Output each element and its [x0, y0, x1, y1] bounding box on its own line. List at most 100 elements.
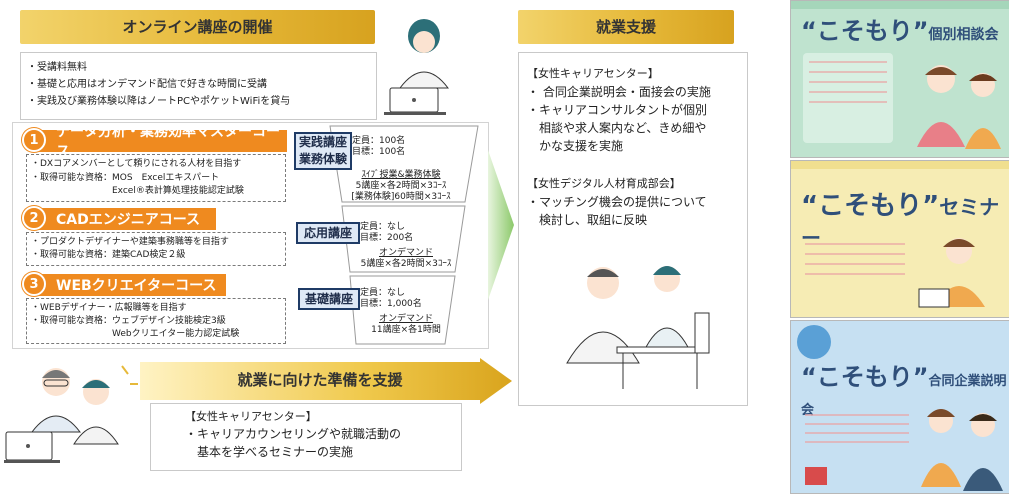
level-3-info: 定員：なし 目標：1,000名: [360, 288, 422, 310]
poster-line: [809, 101, 887, 103]
poster-seminar: “こそもり”セミナー: [790, 160, 1009, 318]
course-2-line-2: ・取得可能な資格：建築CAD検定２級: [31, 250, 186, 260]
level-1-tag-line-1: 実践講座: [298, 135, 347, 149]
support-header: 就業支援: [518, 10, 734, 44]
poster-consultation-title-sub: 個別相談会: [928, 27, 999, 43]
interview-illustration: [566, 266, 710, 389]
level-2-detail-title: オンデマンド: [378, 248, 433, 258]
level-2-target: 目標：200名: [360, 233, 414, 243]
level-3-capacity: 定員：なし: [360, 288, 406, 298]
level-2-detail: オンデマンド 5講座×各2時間×3ｺｰｽ: [352, 248, 460, 270]
support-line-4: 相談や求人案内など、きめ細や: [527, 121, 707, 135]
level-2-info: 定員：なし 目標：200名: [360, 222, 413, 244]
level-3-tag-line-1: 基礎講座: [304, 292, 353, 306]
level-1-target: 目標：100名: [352, 147, 406, 157]
poster-consultation: “こそもり”個別相談会: [790, 0, 1009, 158]
level-3-target: 目標：1,000名: [360, 299, 422, 309]
level-1-info: 定員：100名 目標：100名: [352, 136, 405, 158]
poster-job-fair-title: “こそもり”合同企業説明会: [801, 357, 1009, 420]
course-3-title: WEBクリエイターコース: [56, 278, 217, 294]
level-1-detail-line-2: [業務体験]60時間×3ｺｰｽ: [351, 192, 451, 202]
level-1-detail: ｽｲﾌﾞ授業&業務体験 5講座×各2時間×3ｺｰｽ [業務体験]60時間×3ｺｰ…: [342, 170, 460, 203]
prep-line-1: 【女性キャリアセンター】: [185, 410, 317, 423]
level-2-tag-line-1: 応用講座: [303, 226, 352, 240]
prep-box: 【女性キャリアセンター】 ・キャリアカウンセリングや就職活動の 基本を学べるセミ…: [150, 403, 462, 471]
level-1-tag-line-2: 業務体験: [298, 152, 347, 166]
prep-line-2: ・キャリアカウンセリングや就職活動の: [185, 427, 402, 441]
poster-job-fair-title-main: “こそもり”: [801, 363, 929, 391]
level-2-detail-line-1: 5講座×各2時間×3ｺｰｽ: [360, 259, 452, 269]
course-3-line-1: ・WEBデザイナー・広報職等を目指す: [31, 303, 187, 313]
course-1-title-bar: データ分析・業務効率マスターコース: [36, 124, 287, 160]
course-2-details: ・プロダクトデザイナーや建築事務職等を目指す ・取得可能な資格：建築CAD検定２…: [26, 232, 286, 266]
support-line-8: ・マッチング機会の提供について: [527, 195, 707, 209]
level-1-detail-line-1: 5講座×各2時間×3ｺｰｽ: [355, 181, 447, 191]
poster-seminar-title-main: “こそもり”: [801, 191, 940, 221]
level-1-tag: 実践講座 業務体験: [294, 132, 352, 170]
bullet-1: ・受講料無料: [27, 62, 87, 73]
course-3-number: 3: [22, 272, 46, 296]
support-line-5: かな支援を実施: [527, 139, 624, 153]
poster-job-fair-badge: [797, 325, 831, 359]
course-1-number: 1: [22, 128, 46, 152]
course-1-line-3: Excel®表計算処理技能認定試験: [31, 186, 244, 196]
course-3-title-bar: WEBクリエイターコース: [36, 274, 226, 296]
poster-consultation-illustration: [917, 65, 1001, 149]
level-3-detail-title: オンデマンド: [378, 314, 433, 324]
support-box: 【女性キャリアセンター】 ・ 合同企業説明会・面接会の実施 ・キャリアコンサルタ…: [518, 52, 748, 406]
poster-job-fair-illustration: [921, 409, 1003, 491]
poster-line: [809, 81, 887, 83]
poster-job-fair-text-area: [805, 407, 909, 467]
course-1-line-2: ・取得可能な資格：MOS Excelエキスパート: [31, 173, 220, 183]
support-line-1: 【女性キャリアセンター】: [527, 67, 659, 80]
poster-line: [805, 273, 905, 275]
level-3-detail-line-1: 11講座×各1時間: [371, 325, 441, 335]
level-2-tag: 応用講座: [296, 222, 360, 244]
poster-job-fair: “こそもり”合同企業説明会: [790, 320, 1009, 494]
course-2-title: CADエンジニアコース: [56, 212, 201, 228]
course-2-line-1: ・プロダクトデザイナーや建築事務職等を目指す: [31, 237, 229, 247]
course-3-line-3: Webクリエイター能力認定試験: [31, 329, 240, 339]
gold-arrow-banner: [140, 358, 512, 404]
course-1-line-1: ・DXコアメンバーとして頼りにされる人材を目指す: [31, 159, 242, 169]
level-3-detail: オンデマンド 11講座×各1時間: [352, 314, 460, 336]
poster-job-fair-date-box: [805, 467, 827, 485]
poster-line: [805, 243, 905, 245]
support-line-2: ・ 合同企業説明会・面接会の実施: [527, 85, 711, 99]
people-illustration: [4, 365, 138, 463]
woman-laptop-illustration: [384, 19, 450, 115]
poster-seminar-stripe: [791, 161, 1009, 169]
poster-job-fair-title-sub: 合同企業説明会: [801, 374, 1007, 418]
course-1: 1 データ分析・業務効率マスターコース ・DXコアメンバーとして頼りにされる人材…: [22, 124, 287, 202]
prep-line-3: 基本を学べるセミナーの実施: [185, 445, 354, 459]
level-2-capacity: 定員：なし: [360, 222, 406, 232]
poster-consultation-title-main: “こそもり”: [801, 17, 929, 45]
support-line-9: 検討し、取組に反映: [527, 213, 648, 227]
poster-line: [805, 423, 909, 425]
poster-line: [805, 253, 905, 255]
poster-consultation-stripe: [791, 1, 1009, 9]
course-2-title-bar: CADエンジニアコース: [36, 208, 216, 230]
poster-line: [809, 61, 887, 63]
poster-line: [805, 414, 909, 416]
poster-consultation-title: “こそもり”個別相談会: [801, 11, 999, 46]
support-line-7: 【女性デジタル人材育成部会】: [527, 177, 681, 190]
course-2-number: 2: [22, 206, 46, 230]
level-funnel: [329, 125, 479, 345]
bullet-3: ・実践及び業務体験以降はノートPCやポケットWiFiを貸与: [27, 96, 291, 107]
support-line-3: ・キャリアコンサルタントが個別: [527, 103, 708, 117]
level-1-detail-title: ｽｲﾌﾞ授業&業務体験: [361, 170, 441, 180]
poster-line: [809, 91, 887, 93]
course-1-details: ・DXコアメンバーとして頼りにされる人材を目指す ・取得可能な資格：MOS Ex…: [26, 154, 286, 202]
course-3-line-2: ・取得可能な資格：ウェブデザイン技能検定3級: [31, 316, 226, 326]
top-bullets-box: ・受講料無料 ・基礎と応用はオンデマンド配信で好きな時間に受講 ・実践及び業務体…: [20, 52, 377, 120]
poster-line: [805, 263, 905, 265]
prep-title: 就業に向けた準備を支援: [237, 371, 403, 389]
poster-line: [809, 71, 887, 73]
course-2: 2 CADエンジニアコース ・プロダクトデザイナーや建築事務職等を目指す ・取得…: [22, 206, 287, 266]
online-course-header: オンライン講座の開催: [20, 10, 375, 44]
support-title: 就業支援: [595, 18, 656, 36]
poster-consultation-text-area: [803, 53, 893, 143]
poster-seminar-text-area: [805, 235, 905, 305]
online-course-title: オンライン講座の開催: [122, 18, 273, 36]
